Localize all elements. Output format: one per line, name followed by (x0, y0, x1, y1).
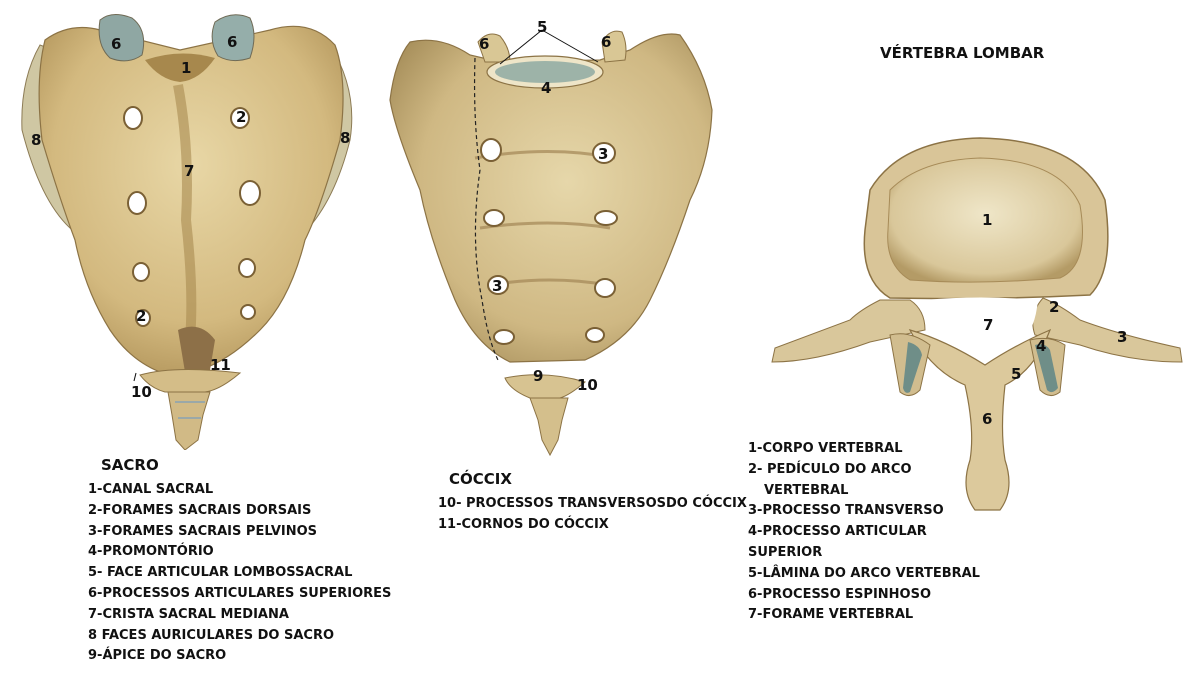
sacro-legend-item: 9-ÁPICE DO SACRO (88, 648, 227, 664)
sacro-legend-item: 3-FORAMES SACRAIS PELVINOS (88, 523, 318, 539)
sacrum-anterior-illustration (389, 29, 713, 457)
sacrum-anterior-label: 9 (533, 367, 544, 385)
coccix-legend: 10- PROCESSOS TRANSVERSOSDO CÓCCIX 11-CO… (438, 494, 747, 536)
sacro-legend-item: 5- FACE ARTICULAR LOMBOSSACRAL (88, 565, 353, 581)
vertebra-label: 7 (983, 316, 994, 334)
vertebra-label: 1 (982, 211, 993, 229)
sacro-legend: 1-CANAL SACRAL 2-FORAMES SACRAIS DORSAIS… (88, 480, 391, 667)
sacro-legend-item: 8 FACES AURICULARES DO SACRO (88, 627, 335, 643)
sacrum-posterior-label: 8 (31, 131, 42, 149)
sacrum-posterior-label: 1 (181, 59, 192, 77)
sacro-legend-title: SACRO (101, 456, 159, 474)
vertebra-figure: 1 2 7 3 4 5 6 (760, 130, 1185, 530)
coccix-legend-title: CÓCCIX (449, 470, 512, 488)
sacrum-posterior-label: 7 (184, 162, 195, 180)
vertebra-legend-item: SUPERIOR (748, 544, 823, 560)
sacrum-anterior-figure: 5 6 6 4 3 3 9 10 (380, 0, 730, 460)
vertebra-label: 6 (982, 410, 993, 428)
vertebra-label: 3 (1117, 328, 1128, 346)
sacrum-posterior-label: 10 (131, 383, 152, 401)
sacrum-anterior-label: 10 (577, 376, 598, 394)
sacro-legend-item: 1-CANAL SACRAL (88, 482, 214, 497)
sacrum-posterior-illustration (21, 14, 353, 450)
vertebra-label: 5 (1011, 365, 1022, 383)
sacrum-posterior-label: 2 (136, 307, 147, 325)
sacro-legend-item: 4-PROMONTÓRIO (88, 544, 214, 560)
vertebra-illustration (771, 137, 1183, 511)
coccix-legend-item: 11-CORNOS DO CÓCCIX (438, 516, 609, 532)
sacro-legend-item: 2-FORAMES SACRAIS DORSAIS (88, 502, 312, 518)
coccix-legend-item: 10- PROCESSOS TRANSVERSOSDO CÓCCIX (438, 496, 747, 511)
sacrum-posterior-label: 11 (210, 356, 231, 374)
sacrum-posterior-label: 6 (227, 33, 238, 51)
vertebra-legend-item: 1-CORPO VERTEBRAL (748, 441, 903, 456)
vertebra-legend-item: 2- PEDÍCULO DO ARCO (748, 461, 912, 477)
sacro-legend-item: 6-PROCESSOS ARTICULARES SUPERIORES (88, 585, 392, 601)
sacrum-posterior-label: 2 (236, 108, 247, 126)
sacrum-anterior-label: 6 (479, 35, 490, 53)
vertebra-label: 2 (1049, 298, 1060, 316)
vertebra-legend-item: 4-PROCESSO ARTICULAR (748, 524, 927, 540)
sacrum-anterior-label: 3 (492, 277, 503, 295)
vertebra-title: VÉRTEBRA LOMBAR (880, 44, 1045, 62)
sacrum-anterior-label: 3 (598, 145, 609, 163)
vertebra-legend-item: 3-PROCESSO TRANSVERSO (748, 503, 944, 519)
vertebra-legend-item: VERTEBRAL (764, 482, 849, 498)
vertebra-label: 4 (1036, 337, 1047, 355)
sacrum-anterior-label: 5 (537, 18, 548, 36)
sacro-legend-item: 7-CRISTA SACRAL MEDIANA (88, 606, 289, 622)
sacrum-posterior-figure: 6 6 1 2 8 8 7 2 11 10 (0, 0, 370, 450)
vertebra-legend-item: 6-PROCESSO ESPINHOSO (748, 586, 932, 602)
sacrum-posterior-label: 6 (111, 35, 122, 53)
vertebra-legend: 1-CORPO VERTEBRAL 2- PEDÍCULO DO ARCO VE… (748, 439, 980, 626)
vertebra-legend-item: 5-LÂMINA DO ARCO VERTEBRAL (748, 565, 980, 581)
sacrum-anterior-label: 4 (541, 79, 552, 97)
sacrum-posterior-label: 8 (340, 129, 351, 147)
vertebra-legend-item: 7-FORAME VERTEBRAL (748, 607, 914, 623)
sacrum-anterior-label: 6 (601, 33, 612, 51)
